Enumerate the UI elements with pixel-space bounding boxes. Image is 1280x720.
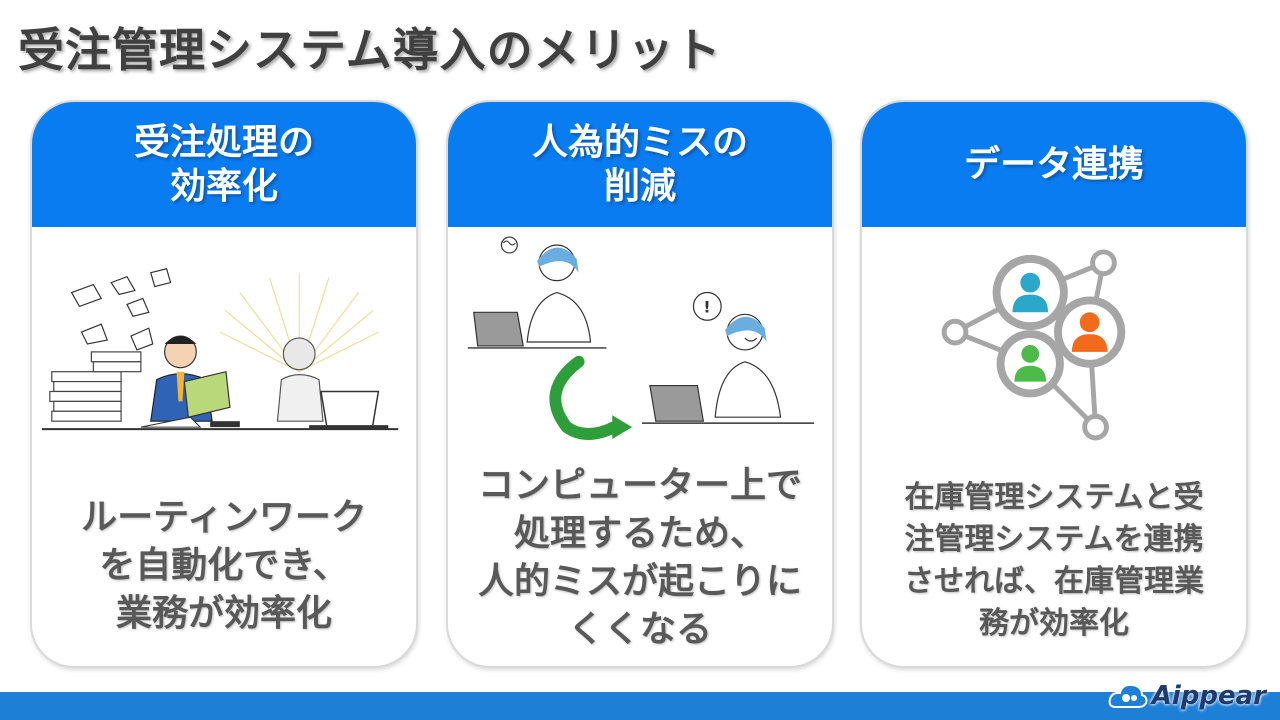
card-heading: 受注処理の 効率化 xyxy=(133,122,314,207)
connected-users-gears-illustration xyxy=(941,249,1126,441)
card-header: データ連携 xyxy=(862,102,1246,227)
benefit-card-error-reduction: 人為的ミスの 削減 ! コンピューター上で 処理するため、 人的ミスが起こりに … xyxy=(446,100,834,668)
office-worker-and-robot-illustration xyxy=(41,268,399,431)
brand-logo-text: Aippear xyxy=(1151,681,1266,711)
card-description: 在庫管理システムと受 注管理システムを連携 させれば、在庫管理業 務が効率化 xyxy=(904,480,1204,641)
card-header: 受注処理の 効率化 xyxy=(32,102,416,227)
card-description: ルーティンワーク を自動化でき、 業務が効率化 xyxy=(81,497,367,634)
page-title: 受注管理システム導入のメリット xyxy=(18,23,722,77)
card-heading: 人為的ミスの 削減 xyxy=(531,122,748,207)
worried-to-happy-worker-illustration: ! xyxy=(467,236,815,440)
footer-bar xyxy=(0,692,1280,720)
card-heading: データ連携 xyxy=(963,143,1144,185)
brand-logo: Aippear xyxy=(1108,680,1266,712)
cloud-logo-icon xyxy=(1108,683,1148,708)
card-header: 人為的ミスの 削減 xyxy=(448,102,832,227)
benefit-card-efficiency: 受注処理の 効率化 xyxy=(30,100,418,668)
benefit-card-data-integration: データ連携 xyxy=(860,100,1248,668)
svg-text:!: ! xyxy=(703,297,710,316)
card-description: コンピューター上で 処理するため、 人的ミスが起こりに くくなる xyxy=(477,465,802,650)
